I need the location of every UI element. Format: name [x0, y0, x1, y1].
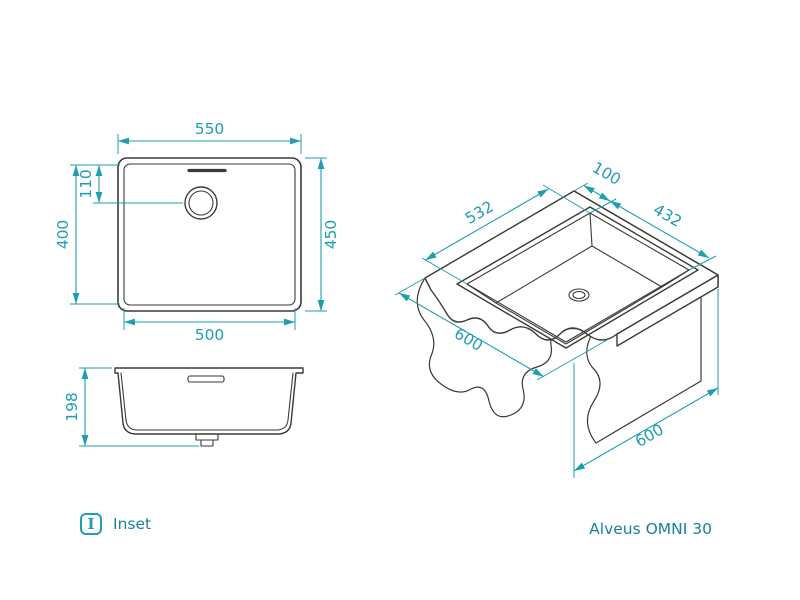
dim-label-450: 450: [322, 220, 340, 250]
dim-label-100: 100: [589, 158, 624, 188]
dimension-110: 110: [77, 165, 183, 204]
drain-fitting-upper: [195, 433, 219, 441]
dim-label-532: 532: [462, 197, 497, 227]
dimension-198: 198: [63, 367, 199, 447]
dim-label-500: 500: [195, 326, 225, 344]
drain-outer-circle: [184, 186, 218, 220]
dimension-550: 550: [117, 120, 302, 154]
iso-drain-outer: [568, 288, 590, 302]
dim-label-600-depth: 600: [451, 324, 486, 354]
dimension-400: 400: [54, 164, 120, 305]
dim-label-550: 550: [195, 120, 225, 138]
dim-label-432: 432: [650, 200, 685, 230]
bowl-corner-edge: [661, 269, 690, 288]
iso-drain-inner: [572, 290, 586, 300]
side-view: 198: [63, 367, 304, 447]
dimension-450: 450: [305, 157, 340, 312]
inset-icon: I: [80, 513, 102, 535]
drain-inner-circle: [188, 190, 214, 216]
inset-icon-letter: I: [87, 515, 95, 533]
dim-label-110: 110: [77, 169, 95, 199]
dim-label-400: 400: [54, 220, 72, 250]
model-name: Alveus OMNI 30: [589, 520, 712, 538]
sink-bowl-outline: [123, 163, 296, 306]
sink-side-inner-wall: [120, 372, 294, 431]
legend-label: Inset: [113, 515, 152, 533]
sink-side-outline: [114, 367, 304, 435]
overflow-side: [187, 375, 225, 383]
dimension-500: 500: [123, 308, 296, 344]
drain-fitting-lower: [200, 439, 214, 447]
sink-outer-outline: [117, 157, 302, 312]
dim-label-198: 198: [63, 392, 81, 422]
bowl-corner-edge: [589, 212, 593, 247]
legend: I Inset: [80, 513, 151, 535]
top-view: 550 450 400 110 500: [54, 120, 340, 344]
iso-view: 532 100 432 600 600: [394, 158, 719, 478]
dim-label-600-width: 600: [632, 420, 667, 450]
